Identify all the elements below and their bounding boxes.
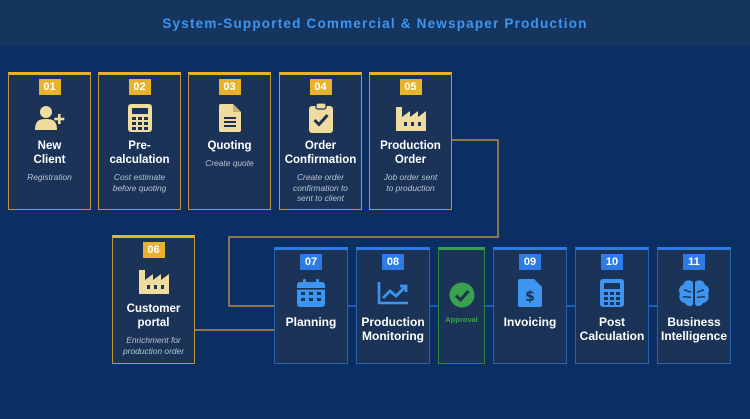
- factory-icon: [137, 264, 171, 298]
- document-icon: [213, 101, 247, 135]
- brain-icon: [677, 276, 711, 310]
- calculator-icon: [123, 101, 157, 135]
- step-number-badge: 08: [382, 254, 404, 270]
- step-number-badge: 09: [519, 254, 541, 270]
- step-number-badge: 03: [218, 79, 241, 95]
- step-label: Customer portal: [126, 303, 181, 329]
- step-card-production-monitoring: 08 Production Monitoring: [356, 247, 430, 364]
- step-card-new-client: 01 New Client Registration: [8, 72, 91, 210]
- connector-05-to-07: [228, 139, 499, 307]
- step-number-badge: 05: [399, 79, 422, 95]
- step-number-badge: 07: [300, 254, 322, 270]
- step-description: Enrichment for production order: [123, 335, 184, 356]
- invoice-icon: $: [513, 276, 547, 310]
- step-description: Create order confirmation to sent to cli…: [293, 172, 348, 203]
- step-number-badge: 11: [683, 254, 705, 270]
- step-label: Order Confirmation: [284, 140, 357, 166]
- step-card-pre-calculation: 02 Pre- calculation Cost estimate before…: [98, 72, 181, 210]
- step-description: Cost estimate before quoting: [112, 172, 167, 193]
- header-bar: System-Supported Commercial & Newspaper …: [0, 0, 750, 46]
- step-label: Production Monitoring: [361, 315, 425, 343]
- step-description: Create quote: [205, 158, 254, 168]
- approval-label: Approval: [445, 315, 478, 324]
- step-label: Planning: [285, 315, 337, 329]
- step-card-business-intelligence: 11 Business Intelligence: [657, 247, 731, 364]
- user-plus-icon: [33, 101, 67, 135]
- step-label: New Client: [33, 140, 66, 166]
- step-label: Pre- calculation: [109, 140, 170, 166]
- step-label: Post Calculation: [579, 315, 645, 343]
- step-number-badge: 10: [601, 254, 623, 270]
- step-card-order-confirmation: 04 Order Confirmation Create order confi…: [279, 72, 362, 210]
- check-circle-icon: [445, 278, 479, 312]
- step-label: Production Order: [380, 140, 441, 166]
- calendar-icon: [294, 276, 328, 310]
- step-label: Quoting: [207, 140, 252, 152]
- step-card-invoicing: 09 $ Invoicing: [493, 247, 567, 364]
- step-card-quoting: 03 Quoting Create quote: [188, 72, 271, 210]
- factory-icon: [394, 101, 428, 135]
- svg-text:$: $: [525, 289, 535, 305]
- step-card-production-order: 05 Production Order Job order sent to pr…: [369, 72, 452, 210]
- step-card-planning: 07 Planning: [274, 247, 348, 364]
- calculator-icon: [595, 276, 629, 310]
- step-number-badge: 04: [309, 79, 332, 95]
- step-card-post-calculation: 10 Post Calculation: [575, 247, 649, 364]
- approval-card: Approval: [438, 247, 485, 364]
- step-label: Invoicing: [503, 315, 557, 329]
- step-number-badge: 06: [142, 242, 165, 258]
- step-number-badge: 02: [128, 79, 151, 95]
- trend-chart-icon: [376, 276, 410, 310]
- step-number-badge: 01: [38, 79, 61, 95]
- step-description: Job order sent to production: [383, 172, 438, 193]
- diagram-title: System-Supported Commercial & Newspaper …: [162, 15, 588, 31]
- step-label: Business Intelligence: [660, 315, 728, 343]
- step-description: Registration: [27, 172, 72, 182]
- step-card-customer-portal: 06 Customer portal Enrichment for produc…: [112, 235, 195, 364]
- clipboard-check-icon: [304, 101, 338, 135]
